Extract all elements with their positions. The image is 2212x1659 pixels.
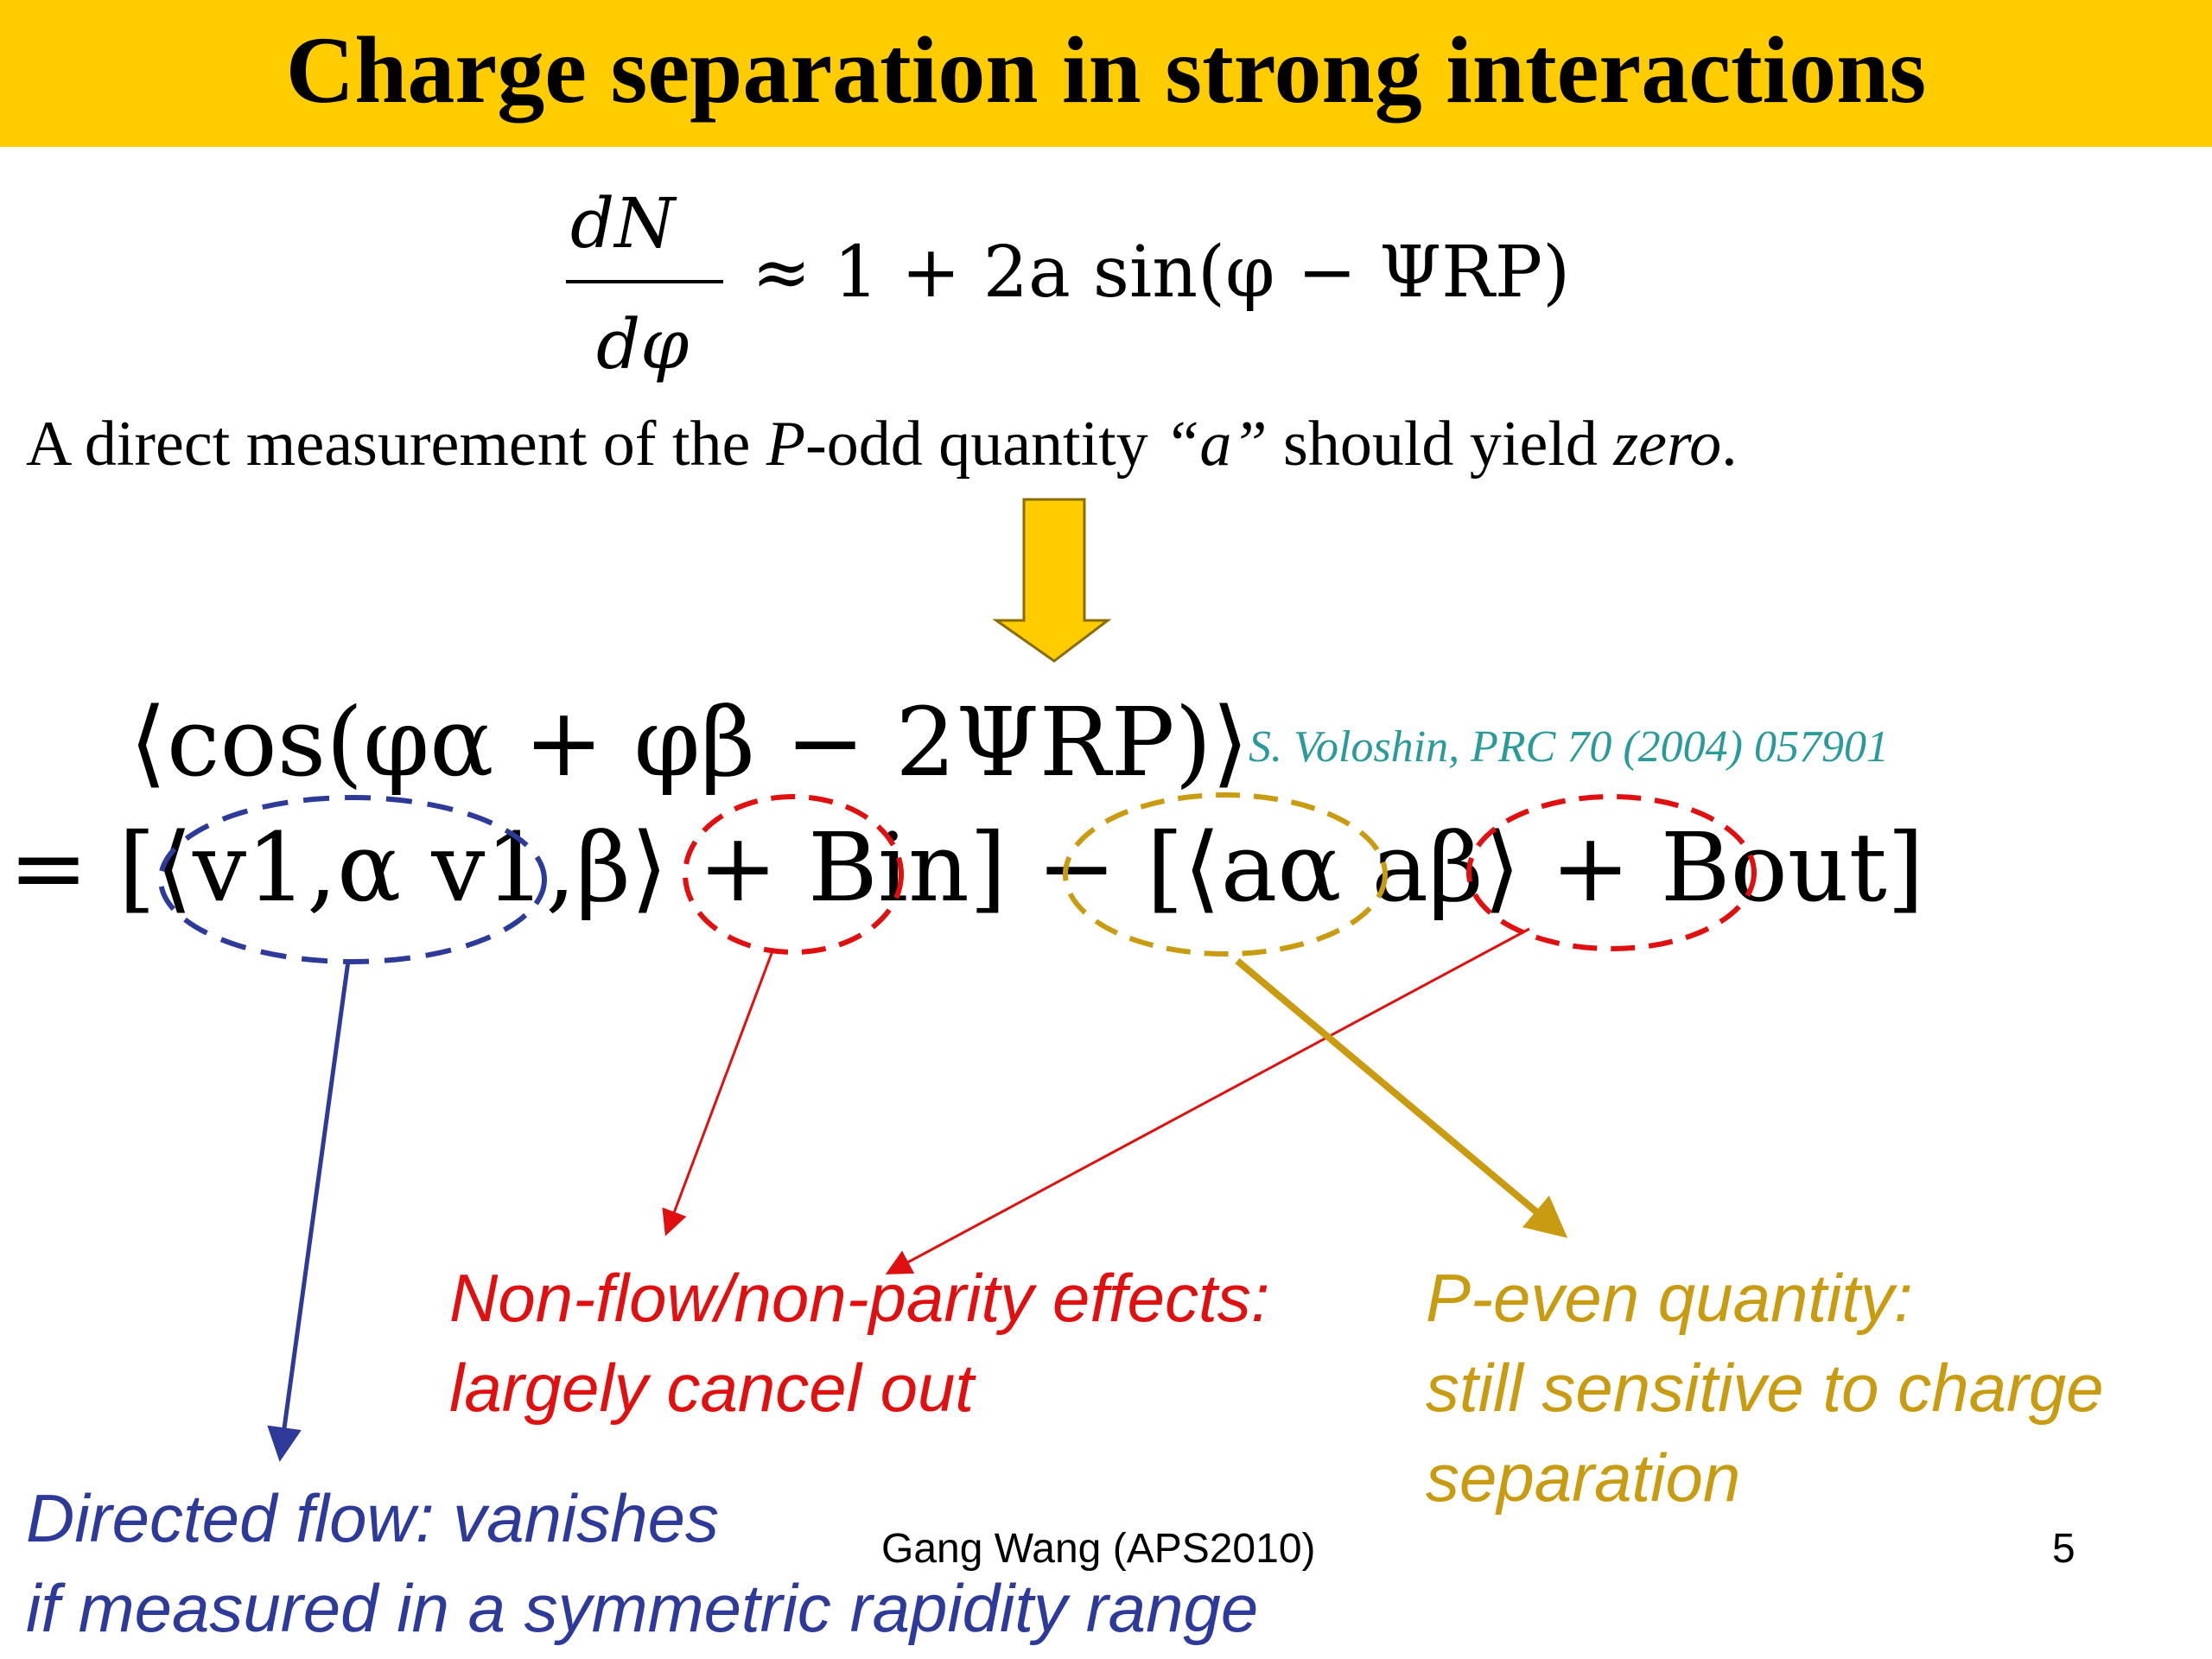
red-dashed-ellipse-bout [1466,794,1757,951]
blue-note: Directed flow: vanishes if measured in a… [26,1473,1258,1653]
statement-p: P [766,409,806,480]
reference-citation: S. Voloshin, PRC 70 (2004) 057901 [1249,722,1889,772]
red-note-line-2: largely cancel out [449,1350,975,1426]
gold-note-line-3: separation [1426,1440,1741,1516]
gold-arrow-from-aa [1235,957,1568,1238]
red-dashed-ellipse-bin [683,794,904,955]
gold-note: P-even quantity: still sensitive to char… [1426,1253,2104,1522]
fraction-numerator: dN [570,183,676,264]
red-arrow-from-bin [662,948,775,1236]
statement-part3: should yield [1267,409,1614,480]
blue-note-line-2: if measured in a symmetric rapidity rang… [26,1570,1259,1646]
statement-part4: . [1721,409,1738,480]
statement-zero: zero [1613,409,1722,480]
yellow-down-arrow [992,498,1112,663]
statement-a: “a” [1164,409,1268,480]
footer-author: Gang Wang (APS2010) [881,1526,1316,1572]
fraction-denominator: dφ [596,304,690,385]
formula-rhs: ≈ 1 + 2a sin(φ − ΨRP) [752,232,1571,314]
red-arrow-from-bout [885,927,1530,1274]
blue-dashed-ellipse [158,795,547,964]
statement-text: A direct measurement of the P-odd quanti… [26,408,1738,481]
blue-arrow-from-v1v1 [267,960,351,1462]
red-note: Non-flow/non-parity effects: largely can… [449,1253,1269,1433]
blue-note-line-1: Directed flow: vanishes [26,1480,720,1556]
page-number: 5 [2052,1526,2075,1572]
title-bar [0,0,2212,147]
gold-note-line-2: still sensitive to charge [1426,1350,2104,1426]
gold-dashed-ellipse [1063,792,1388,957]
equation-line-2: = [⟨v1,α v1,β⟩ + Bin] − [⟨aα aβ⟩ + Bout] [9,812,1924,923]
equation-line-1: ⟨cos(φα + φβ − 2ΨRP)⟩ [130,687,1249,798]
slide-title: Charge separation in strong interactions [285,17,1927,123]
fraction-bar [566,280,723,283]
gold-note-line-1: P-even quantity: [1426,1260,1913,1336]
statement-part1: A direct measurement of the [26,409,766,480]
red-note-line-1: Non-flow/non-parity effects: [449,1260,1270,1336]
statement-part2: -odd quantity [805,409,1165,480]
